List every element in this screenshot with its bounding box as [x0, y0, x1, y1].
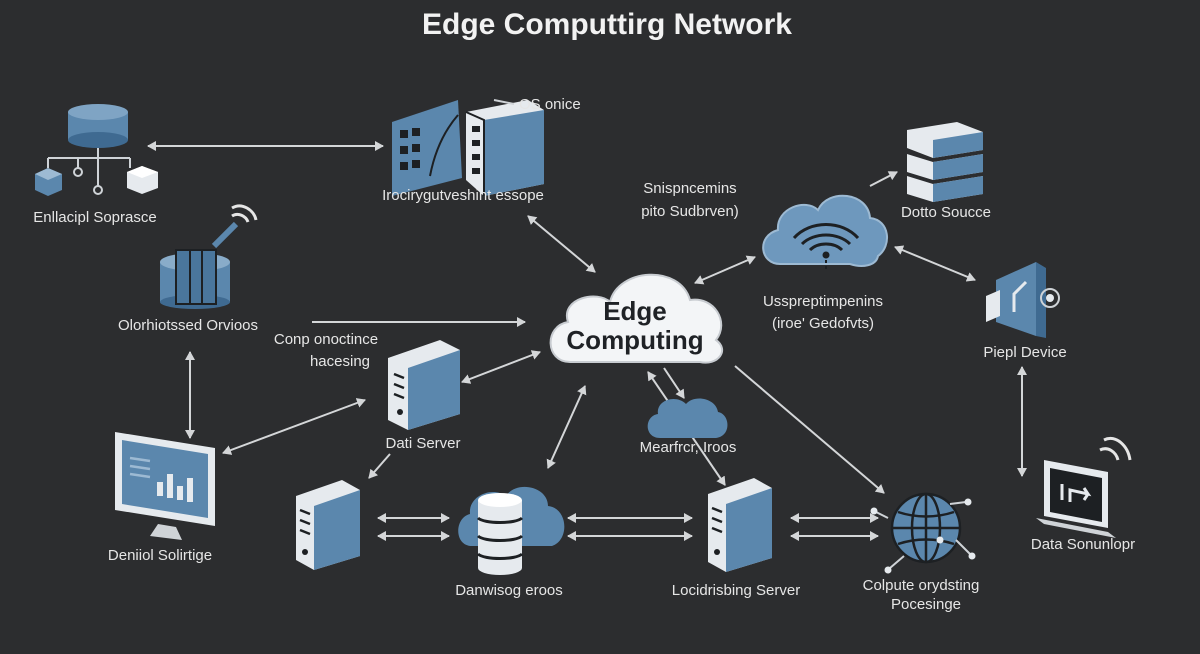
database-cloud-icon: [458, 486, 565, 575]
diagram-title: Edge Computtirg Network: [422, 8, 792, 41]
label-mearfrcr-iroos: Mearfrcr, Iroos: [640, 439, 737, 456]
laptop-wifi-icon: [1036, 437, 1132, 538]
monitor-chart-icon: [115, 432, 215, 540]
label-hacesing: hacesing: [310, 353, 370, 370]
dati-server-tower-icon: [388, 340, 460, 430]
label-data-sonunlopr: Data Sonunlopr: [1031, 536, 1135, 553]
globe-network-icon: [870, 492, 976, 574]
label-colpute-orydsting: Colpute orydsting: [863, 577, 980, 594]
label-enllacipl: Enllacipl Soprasce: [33, 209, 156, 226]
label-pocesinge: Pocesinge: [891, 596, 961, 613]
label-irocirygutveshint: Irocirygutveshint essope: [382, 187, 544, 204]
label-snispncemins: Snispncemins: [643, 180, 736, 197]
hub-label-line1: Edge: [603, 296, 667, 326]
label-piepl-device: Piepl Device: [983, 344, 1066, 361]
label-locidrisbing-server: Locidrisbing Server: [672, 582, 800, 599]
label-deniiol-solirtige: Deniiol Solirtige: [108, 547, 212, 564]
wifi-cloud-icon: [762, 194, 888, 272]
label-pito-sudbrven: pito Sudbrven): [641, 203, 739, 220]
label-os-onice: OS onice: [519, 96, 581, 113]
server-tower-icon: [296, 480, 360, 570]
device-icon: [986, 262, 1060, 338]
database-network-icon: [35, 104, 158, 196]
server-stack-icon: [907, 122, 983, 202]
label-usspreptimpenins: Usspreptimpenins: [763, 293, 883, 310]
label-dotto-soucce: Dotto Soucce: [901, 204, 991, 221]
cloud-storage-cylinder-icon: [160, 204, 258, 309]
label-olorhiotssed: Olorhiotssed Orvioos: [118, 317, 258, 334]
edge-computing-cloud: Edge Computing: [549, 273, 723, 364]
locid-server-tower-icon: [708, 478, 772, 572]
data-building-icon: [392, 99, 544, 196]
label-conp-onoctince: Conp onoctince: [274, 331, 378, 348]
label-iroe-gedofvts: (iroe' Gedofvts): [772, 315, 874, 332]
hub-label-line2: Computing: [566, 325, 703, 355]
label-danwisog-eroos: Danwisog eroos: [455, 582, 563, 599]
label-dati-server: Dati Server: [385, 435, 460, 452]
small-cloud-icon: [647, 398, 728, 438]
